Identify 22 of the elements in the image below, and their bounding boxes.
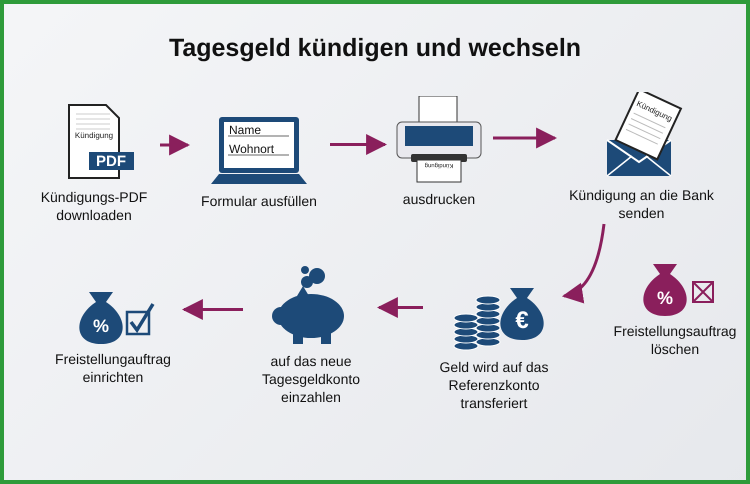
step-caption: Formular ausfüllen (200, 192, 318, 210)
icon-text: % (657, 288, 673, 308)
step-caption: Geld wird auf das Referenzkonto transferiert (438, 358, 550, 412)
icon-text: Kündigung (74, 131, 114, 140)
icon-text: € (515, 307, 529, 334)
arrow (562, 224, 606, 302)
step-caption: Kündigung an die Bank senden (568, 186, 715, 222)
step-caption: Freistellungsauftrag löschen (612, 322, 738, 358)
step-caption: auf das neue Tagesgeldkonto einzahlen (260, 352, 362, 406)
icon-text: Name (229, 123, 262, 137)
step-caption: Kündigungs-PDF downloaden (40, 188, 148, 224)
arrow (182, 299, 243, 320)
arrow (493, 128, 558, 148)
arrow (160, 134, 190, 156)
icon-text: PDF (96, 153, 126, 170)
icon-text: Wohnort (229, 142, 274, 156)
icon-text: % (93, 316, 109, 336)
title: Tagesgeld kündigen und wechseln (168, 34, 582, 63)
arrow (376, 297, 423, 318)
arrow (330, 134, 388, 155)
step-caption: Freistellungauftrag einrichten (54, 350, 172, 386)
step-caption: ausdrucken (402, 190, 476, 208)
